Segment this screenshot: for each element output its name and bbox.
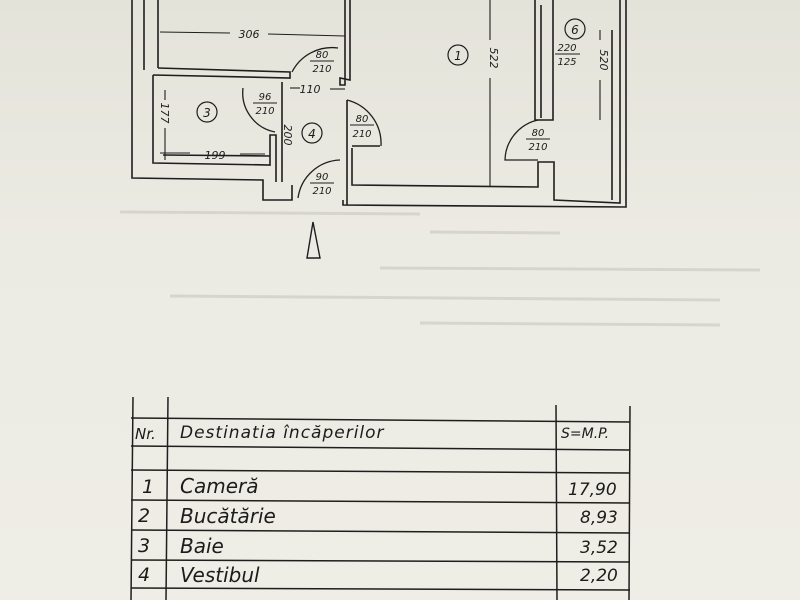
room-6-circle (564, 18, 586, 40)
door-room1-w: 80 (356, 114, 369, 125)
faint-print (119, 210, 761, 327)
window-height: 125 (557, 57, 576, 68)
door-swings (242, 46, 539, 199)
header-nr: Nr. (135, 425, 156, 443)
room-1-circle (447, 44, 469, 66)
door-room1-h: 210 (352, 129, 371, 140)
row-1-name: Cameră (180, 474, 259, 498)
dimension-lines (159, 0, 601, 186)
row-4-name: Vestibul (180, 563, 260, 587)
door-entrance-w: 90 (316, 172, 329, 183)
row-3-area: 3,52 (580, 538, 618, 558)
dim-bath-length: 177 (158, 103, 171, 124)
door-room6-h: 210 (528, 142, 547, 153)
room-3-number: 3 (203, 106, 211, 120)
dim-hall-width: 110 (300, 83, 321, 96)
room-1-number: 1 (454, 49, 462, 63)
area-table-grid (130, 396, 631, 600)
row-3-name: Baie (180, 534, 224, 558)
dim-room1-length: 522 (487, 48, 500, 69)
row-2-name: Bucătărie (180, 504, 276, 528)
room-6-number: 6 (571, 23, 579, 37)
room-3-circle (196, 101, 218, 123)
row-1-area: 17,90 (568, 480, 617, 500)
row-1-nr: 1 (142, 476, 155, 498)
row-4-area: 2,20 (580, 566, 618, 586)
entrance-arrow-icon (306, 221, 321, 259)
header-destination: Destinatia încăperilor (180, 423, 385, 443)
row-2-nr: 2 (138, 505, 151, 527)
row-4-nr: 4 (138, 564, 151, 586)
dim-hall-length: 200 (281, 125, 294, 146)
window-width: 220 (557, 43, 576, 54)
door-entrance-h: 210 (312, 186, 331, 197)
walls (131, 0, 627, 208)
door-room6-w: 80 (532, 128, 545, 139)
dim-kitchen-width: 306 (239, 28, 260, 41)
row-2-area: 8,93 (580, 508, 618, 528)
dim-room6-length: 520 (597, 50, 610, 71)
room-4-circle (301, 122, 323, 144)
door-kitchen-h: 210 (312, 64, 331, 75)
room-4-number: 4 (308, 127, 316, 141)
dim-bath-width: 199 (205, 149, 226, 162)
row-3-nr: 3 (138, 535, 151, 557)
door-bath-h: 210 (255, 106, 274, 117)
door-bath-w: 96 (259, 92, 272, 103)
header-area: S=M.P. (561, 426, 610, 442)
door-kitchen-w: 80 (316, 50, 329, 61)
